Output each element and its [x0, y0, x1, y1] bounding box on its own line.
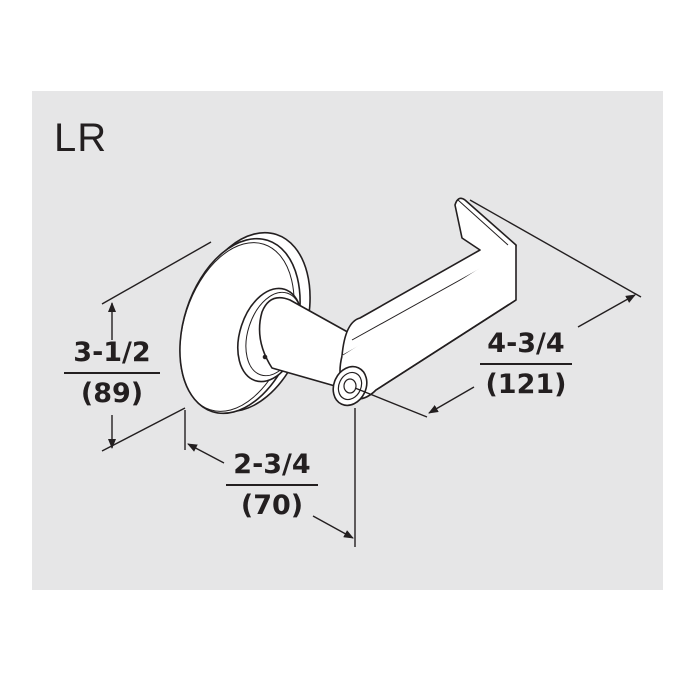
dimension-fraction: 2-3/4 [226, 451, 318, 486]
dimension-projection: 2-3/4 (70) [226, 451, 318, 519]
dimension-lever-length: 4-3/4 (121) [480, 330, 572, 398]
model-title: LR [54, 116, 108, 160]
dimension-metric: (121) [485, 369, 567, 400]
dimension-metric: (89) [80, 378, 144, 409]
dimension-fraction: 3-1/2 [64, 339, 160, 374]
dimension-fraction: 4-3/4 [480, 330, 572, 365]
dimension-rose-diameter: 3-1/2 (89) [64, 339, 160, 407]
dimension-metric: (70) [240, 490, 304, 521]
